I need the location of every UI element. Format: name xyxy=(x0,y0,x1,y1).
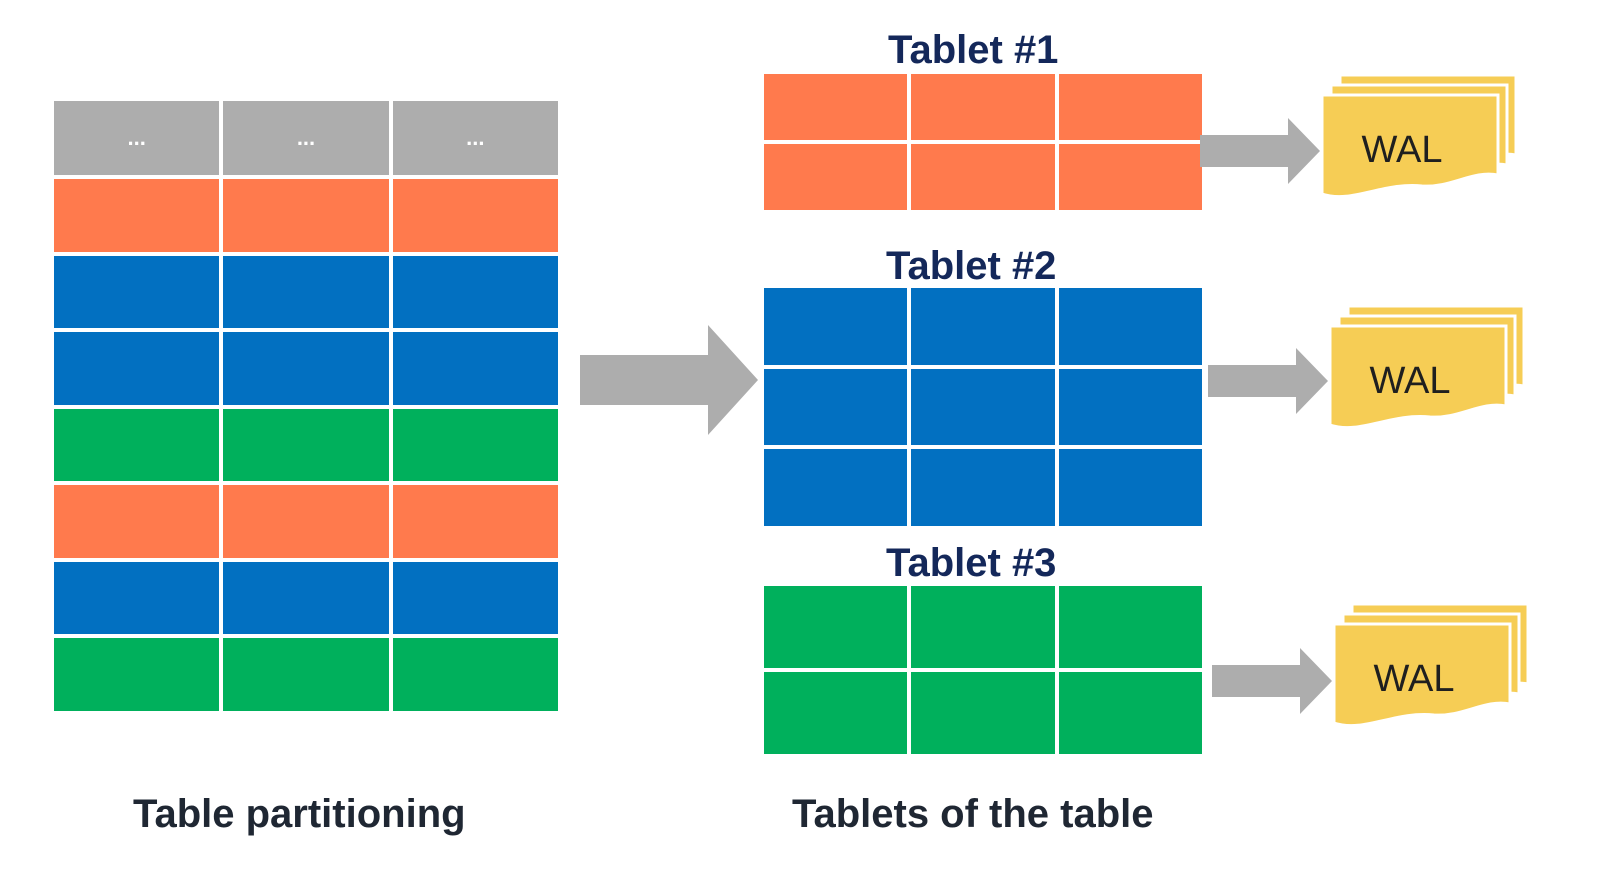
row-3-blue xyxy=(392,332,558,405)
tablet-3-wal-icon: WAL xyxy=(1332,602,1530,728)
tablet-2-cell xyxy=(1058,368,1202,446)
tablet-3-cell xyxy=(764,672,908,754)
tablet-3-cell xyxy=(764,586,908,668)
header-cell: ... xyxy=(223,101,389,175)
row-4-green xyxy=(54,408,220,482)
tablet-3-wal-arrow-icon xyxy=(1212,648,1332,714)
tablet-1-cell xyxy=(911,144,1055,210)
partition-arrow-icon xyxy=(580,325,758,435)
tablet-3-cell xyxy=(911,586,1055,668)
tablet-1-wal-icon: WAL xyxy=(1320,73,1518,199)
tablet-2-wal-label: WAL xyxy=(1370,360,1451,402)
row-4-green xyxy=(392,408,558,482)
row-3-blue xyxy=(54,332,220,405)
row-2-blue xyxy=(54,255,220,329)
tablet-1-cell xyxy=(911,74,1055,140)
row-4-green xyxy=(223,408,389,482)
tablet-3-table xyxy=(764,586,1202,754)
tablet-3-title: Tablet #3 xyxy=(886,541,1057,585)
header-cell: ... xyxy=(392,101,558,175)
tablet-1-wal-arrow-icon xyxy=(1200,118,1320,184)
tablet-1-cell xyxy=(1058,74,1202,140)
row-5-orange xyxy=(392,485,558,558)
row-6-blue xyxy=(223,561,389,635)
tablet-2-cell xyxy=(911,288,1055,365)
tablet-3-cell xyxy=(1058,672,1202,754)
row-6-blue xyxy=(392,561,558,635)
tablet-2-table xyxy=(764,288,1202,526)
row-1-orange xyxy=(54,179,220,252)
row-5-orange xyxy=(54,485,220,558)
tablet-2-title: Tablet #2 xyxy=(886,244,1057,288)
row-6-blue xyxy=(54,561,220,635)
row-7-green xyxy=(392,638,558,711)
tablet-1-title: Tablet #1 xyxy=(888,28,1059,72)
tablet-1-wal-label: WAL xyxy=(1362,129,1443,171)
tablet-3-cell xyxy=(911,672,1055,754)
row-1-orange xyxy=(223,179,389,252)
row-3-blue xyxy=(223,332,389,405)
tablet-2-wal-arrow-icon xyxy=(1208,348,1328,414)
tablet-2-cell xyxy=(1058,288,1202,365)
tablet-2-cell xyxy=(1058,449,1202,526)
tablet-1-cell xyxy=(764,144,908,210)
row-5-orange xyxy=(223,485,389,558)
table-partitioning-caption: Table partitioning xyxy=(133,792,466,836)
tablets-caption: Tablets of the table xyxy=(792,792,1154,836)
source-table: ... ... ... xyxy=(54,101,558,711)
tablet-2-wal-icon: WAL xyxy=(1328,304,1526,430)
row-7-green xyxy=(54,638,220,711)
tablet-2-cell xyxy=(911,449,1055,526)
row-2-blue xyxy=(392,255,558,329)
tablet-3-wal-label: WAL xyxy=(1374,658,1455,700)
tablet-2-cell xyxy=(764,288,908,365)
tablet-1-cell xyxy=(1058,144,1202,210)
tablet-2-cell xyxy=(764,449,908,526)
tablet-1-table xyxy=(764,74,1202,210)
tablet-2-cell xyxy=(764,368,908,446)
header-cell: ... xyxy=(54,101,220,175)
tablet-3-cell xyxy=(1058,586,1202,668)
row-1-orange xyxy=(392,179,558,252)
row-2-blue xyxy=(223,255,389,329)
tablet-2-cell xyxy=(911,368,1055,446)
row-7-green xyxy=(223,638,389,711)
tablet-1-cell xyxy=(764,74,908,140)
